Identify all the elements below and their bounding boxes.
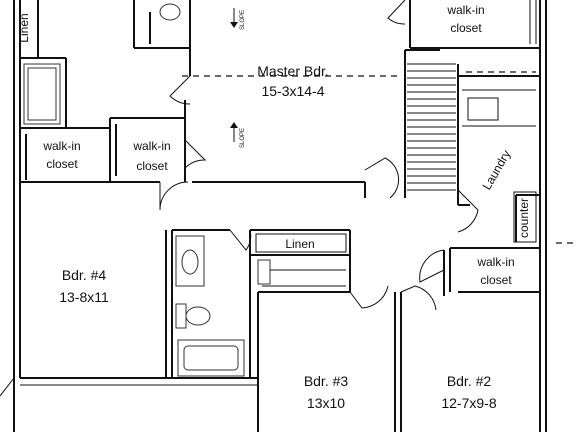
water-heater — [257, 259, 271, 285]
closet-left-1-line1: walk-in — [42, 139, 80, 153]
bdr3-name: Bdr. #3 — [304, 373, 349, 389]
toilet-bowl — [185, 306, 211, 326]
fixtures — [23, 3, 271, 377]
closet-left-2-line1: walk-in — [132, 139, 170, 153]
interior-lines — [20, 0, 537, 386]
bdr3-dims: 13x10 — [307, 395, 345, 411]
slope-top-label: SLOPE — [240, 10, 246, 30]
doors — [0, 0, 479, 397]
dashed-lines — [182, 71, 576, 244]
linen-hall-label: Linen — [285, 237, 314, 251]
master-bedroom-dims: 15-3x14-4 — [261, 83, 324, 99]
toilet-top — [159, 3, 181, 21]
master-bedroom-name: Master Bdr. — [257, 63, 329, 79]
walls — [13, 0, 547, 432]
laundry-label: Laundry — [480, 148, 514, 193]
toilet-tank — [175, 303, 187, 329]
closet-bdr2-line2: closet — [480, 273, 512, 287]
closet-top-right-line2: closet — [450, 21, 482, 35]
bdr2-name: Bdr. #2 — [447, 373, 492, 389]
closet-top-right-line1: walk-in — [446, 3, 484, 17]
bdr4-dims: 13-8x11 — [59, 289, 109, 305]
closet-left-1-line2: closet — [46, 157, 78, 171]
closet-bdr2-line1: walk-in — [476, 255, 514, 269]
slope-arrows — [230, 8, 238, 142]
counter-label: counter — [517, 198, 531, 238]
closet-left-2-line2: closet — [136, 159, 168, 173]
linen-top-label: Linen — [17, 13, 31, 42]
stairs — [407, 63, 456, 191]
bdr2-dims: 12-7x9-8 — [441, 395, 496, 411]
slope-bottom-label: SLOPE — [240, 128, 246, 148]
bdr4-name: Bdr. #4 — [62, 267, 107, 283]
sink — [181, 249, 199, 275]
